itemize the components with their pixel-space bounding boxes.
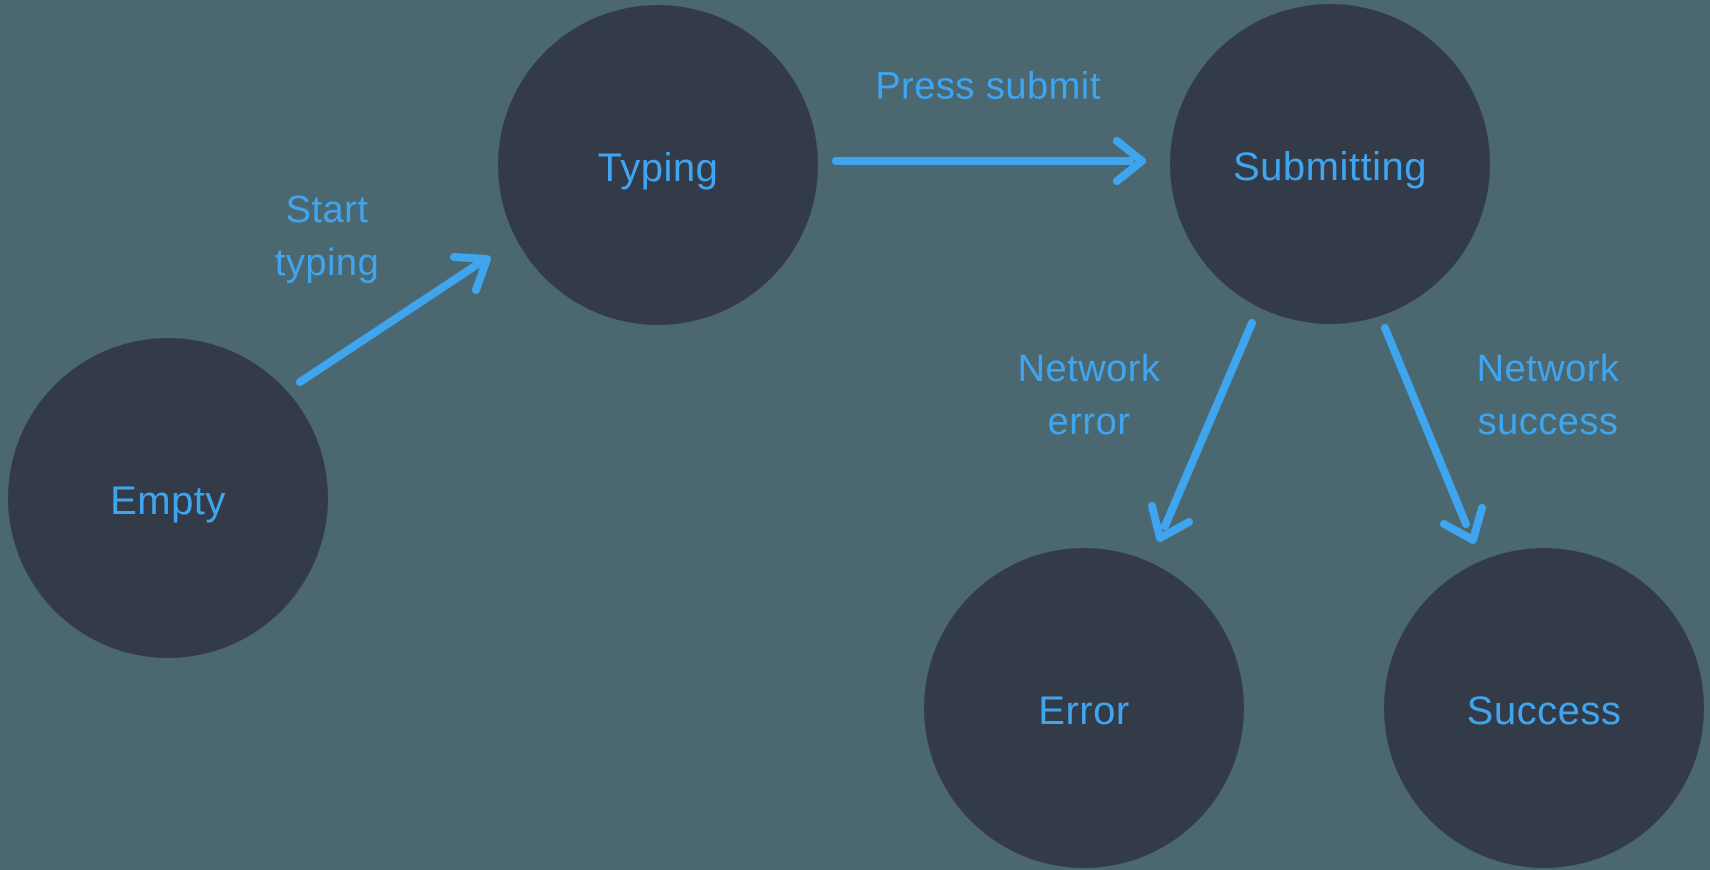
arrow-shaft bbox=[1161, 319, 1256, 530]
state-label-typing: Typing bbox=[597, 145, 719, 190]
arrowhead-down-left-icon bbox=[1148, 502, 1193, 542]
state-node-submitting: Submitting bbox=[1170, 4, 1490, 324]
state-node-error: Error bbox=[924, 548, 1244, 868]
state-node-empty: Empty bbox=[8, 338, 328, 658]
arrowhead-down-right-icon bbox=[1440, 504, 1486, 544]
transition-label-press-submit: Press submit bbox=[875, 65, 1101, 108]
state-label-submitting: Submitting bbox=[1233, 144, 1427, 189]
arrowhead-up-right-icon bbox=[450, 253, 491, 294]
state-label-error: Error bbox=[1038, 688, 1130, 733]
state-label-success: Success bbox=[1466, 688, 1622, 733]
state-label-empty: Empty bbox=[110, 478, 226, 523]
state-node-success: Success bbox=[1384, 548, 1704, 868]
state-node-typing: Typing bbox=[498, 5, 818, 325]
arrow-shaft bbox=[1381, 324, 1470, 528]
transition-label-start-typing: Start typing bbox=[274, 189, 380, 284]
arrow-typing-to-submitting bbox=[832, 137, 1146, 185]
arrow-submitting-to-success bbox=[1381, 324, 1486, 544]
arrowhead-right-icon bbox=[1113, 137, 1146, 185]
transition-label-network-success: Network success bbox=[1476, 348, 1620, 443]
arrow-shaft bbox=[296, 260, 482, 386]
arrow-submitting-to-error bbox=[1148, 319, 1256, 542]
transition-label-network-error: Network error bbox=[1017, 348, 1161, 443]
arrow-empty-to-typing bbox=[296, 253, 491, 386]
